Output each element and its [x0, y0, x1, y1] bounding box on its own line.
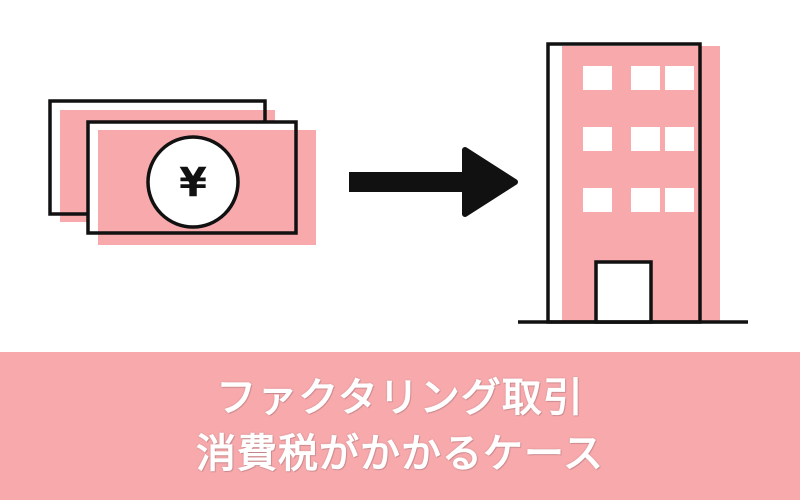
caption-title-line2: 消費税がかかるケース [196, 431, 604, 477]
building-door [594, 260, 653, 324]
illustration: ¥ [48, 42, 748, 324]
yen-banknotes-icon: ¥ [48, 99, 316, 245]
yen-symbol: ¥ [179, 160, 207, 206]
building-windows [583, 66, 694, 212]
caption-title-line1: ファクタリング取引 [216, 375, 584, 421]
right-arrow-icon [349, 147, 518, 217]
office-building-icon [518, 42, 748, 324]
caption-band: ファクタリング取引 消費税がかかるケース [0, 352, 800, 500]
